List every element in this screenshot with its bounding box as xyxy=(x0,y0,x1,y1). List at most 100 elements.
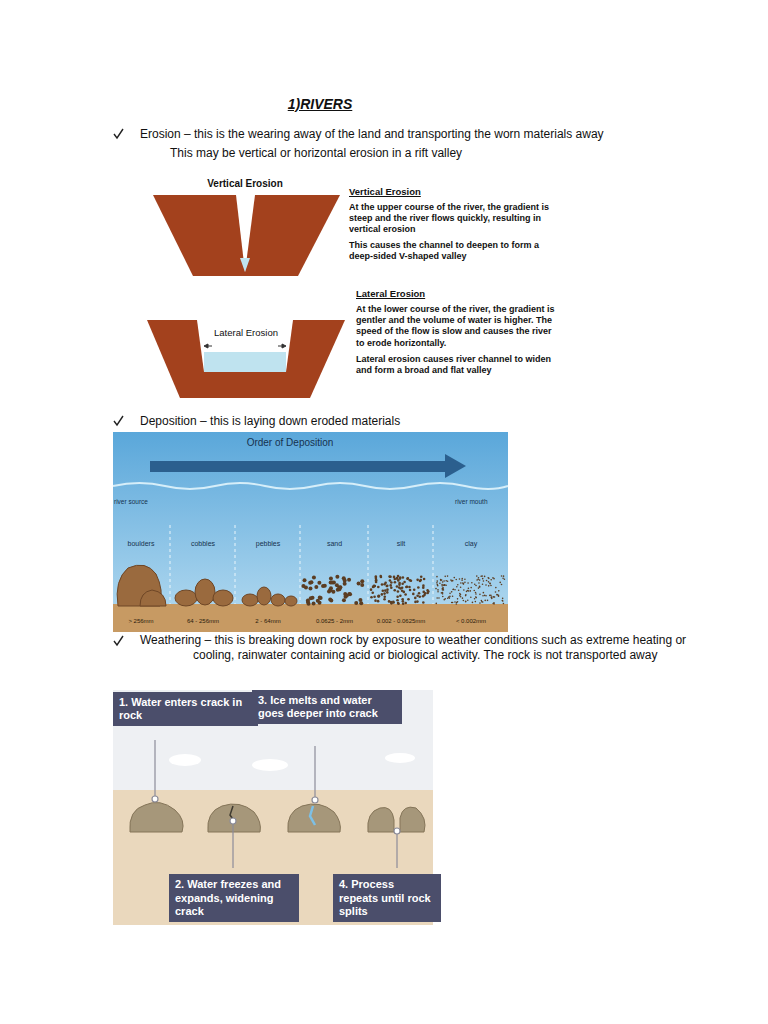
sediment-grain xyxy=(465,601,467,603)
sediment-grain xyxy=(337,587,341,591)
sediment-grain xyxy=(502,598,504,600)
sediment-grain xyxy=(452,602,454,604)
sediment-grain xyxy=(447,575,449,577)
sediment-grain xyxy=(426,592,429,595)
bullet-text: Weathering – this is breaking down rock … xyxy=(140,633,710,663)
sediment-grain xyxy=(461,578,463,580)
column-label: pebbles xyxy=(237,540,299,549)
sediment-grain xyxy=(360,579,364,583)
sediment-grain xyxy=(358,598,362,602)
sediment-grain xyxy=(309,580,313,584)
sediment-grain xyxy=(418,592,421,595)
sediment-grain xyxy=(483,580,485,582)
sediment-grain xyxy=(485,595,487,597)
sediment-grain xyxy=(489,582,491,584)
sediment-grain xyxy=(417,586,420,589)
figure-label: Order of Deposition xyxy=(215,437,365,450)
sediment-grain xyxy=(482,601,484,603)
sediment-grain xyxy=(488,581,490,583)
sediment-grain xyxy=(478,577,480,579)
sediment-grain xyxy=(377,600,380,603)
sediment-grain xyxy=(463,583,465,585)
sediment-grain xyxy=(388,600,391,603)
sediment-grain xyxy=(488,585,490,587)
sediment-grain xyxy=(419,579,422,582)
size-label: < 0.002mm xyxy=(435,618,507,626)
sediment-grain xyxy=(420,576,423,579)
sediment-grain xyxy=(452,589,454,591)
sediment-grain xyxy=(412,593,415,596)
sediment-grain xyxy=(485,584,487,586)
sediment-grain xyxy=(479,579,481,581)
sediment-grain xyxy=(463,589,465,591)
sediment-grain xyxy=(449,597,451,599)
sediment-grain xyxy=(423,578,426,581)
sediment-grain xyxy=(479,602,481,604)
sediment-grain xyxy=(375,579,378,582)
sediment-grain xyxy=(398,583,401,586)
sediment-grain xyxy=(491,596,493,598)
sediment-grain xyxy=(402,600,405,603)
size-label: 2 - 64mm xyxy=(237,618,299,626)
figure-note: This causes the channel to deepen to for… xyxy=(349,240,559,263)
sediment-grain xyxy=(393,576,396,579)
sediment-grain xyxy=(382,589,385,592)
callout-text: 2. Water freezes and expands, widening c… xyxy=(175,878,293,918)
column-label: clay xyxy=(435,540,507,549)
figure-note: At the upper course of the river, the gr… xyxy=(349,202,559,236)
sediment-grain xyxy=(456,602,458,604)
sediment-grain xyxy=(498,590,500,592)
sediment-grain xyxy=(370,588,373,591)
sediment-grain xyxy=(478,582,480,584)
sediment-grain xyxy=(474,598,476,600)
sediment-grain xyxy=(318,595,322,599)
sediment-grain xyxy=(335,575,339,579)
sediment-grain xyxy=(419,580,422,583)
sediment-grain xyxy=(402,576,405,579)
sediment-grain xyxy=(301,584,305,588)
figure-note: Lateral erosion causes river channel to … xyxy=(356,354,561,377)
sediment-grain xyxy=(490,595,492,597)
column-label: cobbles xyxy=(172,540,234,549)
sediment-grain xyxy=(422,595,425,598)
figure-label: Lateral Erosion xyxy=(205,327,287,339)
figure-label: Vertical Erosion xyxy=(190,178,300,191)
sediment-grain xyxy=(501,584,503,586)
sediment-grain xyxy=(437,585,439,587)
sediment-grain xyxy=(402,602,405,605)
sediment-grain xyxy=(474,583,476,585)
sediment-grain xyxy=(396,595,399,598)
sediment-grain xyxy=(493,602,495,604)
sediment-grain xyxy=(424,592,427,595)
sediment-grain xyxy=(450,579,452,581)
sediment-grain xyxy=(462,582,464,584)
sediment-grain xyxy=(308,586,312,590)
sediment-grain xyxy=(475,596,477,598)
sediment-grain xyxy=(498,595,500,597)
sediment-grain xyxy=(465,595,467,597)
sediment-grain xyxy=(451,591,453,593)
sediment-grain xyxy=(441,585,443,587)
sediment-grain xyxy=(386,585,389,588)
sediment-grain xyxy=(487,577,489,579)
size-label: > 256mm xyxy=(114,618,168,626)
sediment-grain xyxy=(330,581,334,585)
sediment-grain xyxy=(383,592,386,595)
sediment-grain xyxy=(442,581,444,583)
sediment-grain xyxy=(374,599,377,602)
sediment-grain xyxy=(503,603,505,605)
sediment-grain xyxy=(488,578,490,580)
page-title: 1)RIVERS xyxy=(200,96,440,114)
sediment-grain xyxy=(475,592,477,594)
sediment-grain xyxy=(499,582,501,584)
callout-text: 1. Water enters crack in rock xyxy=(119,696,252,722)
sediment-grain xyxy=(437,589,439,591)
sediment-grain xyxy=(396,585,399,588)
sediment-grain xyxy=(444,598,446,600)
sediment-grain xyxy=(442,589,444,591)
sediment-grain xyxy=(475,601,477,603)
sediment-grain xyxy=(422,584,425,587)
column-label: silt xyxy=(370,540,432,549)
sediment-grain xyxy=(466,591,468,593)
sediment-grain xyxy=(487,600,489,602)
